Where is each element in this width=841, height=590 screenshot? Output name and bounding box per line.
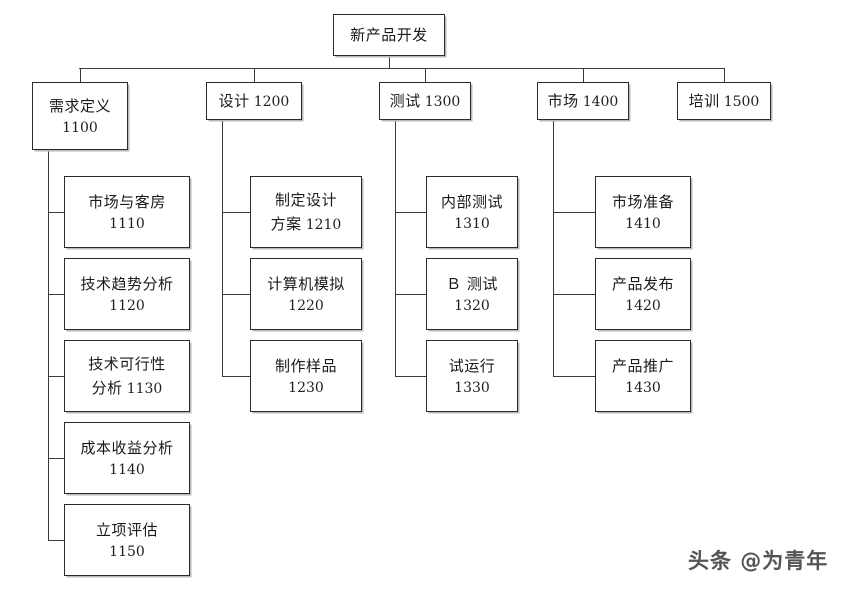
connector-stub-market-2 (553, 376, 595, 377)
node-code: 1410 (625, 215, 661, 232)
node-code: 1220 (288, 297, 324, 314)
node-label: 试运行 (448, 356, 496, 375)
connector-stub-requirements-0 (48, 212, 64, 213)
node-label: 成本收益分析 (80, 438, 174, 457)
node-label: 立项评估 (95, 520, 158, 539)
node-code: 1120 (109, 297, 145, 314)
node-task-market-0[interactable]: 市场准备 1410 (595, 176, 691, 248)
connector-stub-testing-0 (395, 212, 426, 213)
connector-branch-riser-market (583, 68, 584, 82)
node-label: 新产品开发 (350, 26, 428, 45)
connector-spine-design (222, 120, 223, 376)
node-task-requirements-3[interactable]: 成本收益分析 1140 (64, 422, 190, 494)
connector-branch-riser-training (724, 68, 725, 82)
node-code: 1100 (62, 119, 98, 136)
node-task-requirements-4[interactable]: 立项评估 1150 (64, 504, 190, 576)
connector-spine-testing (395, 120, 396, 376)
node-label: 制定设计 (274, 191, 337, 210)
node-task-market-1[interactable]: 产品发布 1420 (595, 258, 691, 330)
node-label: 市场与客房 (88, 192, 166, 211)
node-root[interactable]: 新产品开发 (333, 14, 445, 56)
connector-stub-requirements-2 (48, 376, 64, 377)
connector-root-drop (389, 56, 390, 68)
connector-spine-market (553, 120, 554, 376)
node-label: 技术趋势分析 (80, 274, 174, 293)
node-code: 1420 (625, 297, 661, 314)
node-code: 1150 (109, 543, 145, 560)
node-label: 产品发布 (611, 274, 674, 293)
node-code: 1110 (109, 215, 145, 232)
node-code: 1320 (454, 297, 490, 314)
node-branch-requirements[interactable]: 需求定义 1100 (32, 82, 128, 150)
node-code: 1310 (454, 215, 490, 232)
connector-bus (79, 68, 724, 69)
node-task-design-1[interactable]: 计算机模拟 1220 (250, 258, 362, 330)
node-task-requirements-1[interactable]: 技术趋势分析 1120 (64, 258, 190, 330)
connector-branch-riser-requirements (80, 68, 81, 82)
connector-stub-design-2 (222, 376, 250, 377)
watermark-text: 头条 @为青年 (688, 549, 829, 573)
node-task-design-2[interactable]: 制作样品 1230 (250, 340, 362, 412)
connector-stub-market-1 (553, 294, 595, 295)
node-label: 需求定义 (48, 96, 111, 115)
node-label: 市场准备 (611, 192, 674, 211)
node-label: 产品推广 (611, 356, 674, 375)
node-task-testing-0[interactable]: 内部测试 1310 (426, 176, 518, 248)
connector-stub-testing-2 (395, 376, 426, 377)
node-label: 技术可行性 (88, 355, 166, 374)
node-label: 制作样品 (274, 356, 337, 375)
node-task-market-2[interactable]: 产品推广 1430 (595, 340, 691, 412)
connector-stub-requirements-3 (48, 458, 64, 459)
connector-branch-riser-testing (425, 68, 426, 82)
node-code: 1430 (625, 379, 661, 396)
connector-stub-design-1 (222, 294, 250, 295)
connector-stub-requirements-1 (48, 294, 64, 295)
node-code: 1140 (109, 461, 145, 478)
connector-stub-requirements-4 (48, 540, 64, 541)
node-label: 计算机模拟 (267, 274, 345, 293)
connector-stub-market-0 (553, 212, 595, 213)
node-task-testing-2[interactable]: 试运行 1330 (426, 340, 518, 412)
connector-stub-design-0 (222, 212, 250, 213)
connector-stub-testing-1 (395, 294, 426, 295)
node-code: 1330 (454, 379, 490, 396)
node-task-testing-1[interactable]: Ｂ 测试 1320 (426, 258, 518, 330)
node-code: 1230 (288, 379, 324, 396)
connector-branch-riser-design (254, 68, 255, 82)
node-task-requirements-0[interactable]: 市场与客房 1110 (64, 176, 190, 248)
connector-spine-requirements (48, 150, 49, 540)
node-label: Ｂ 测试 (446, 274, 498, 293)
node-label: 内部测试 (440, 192, 503, 211)
